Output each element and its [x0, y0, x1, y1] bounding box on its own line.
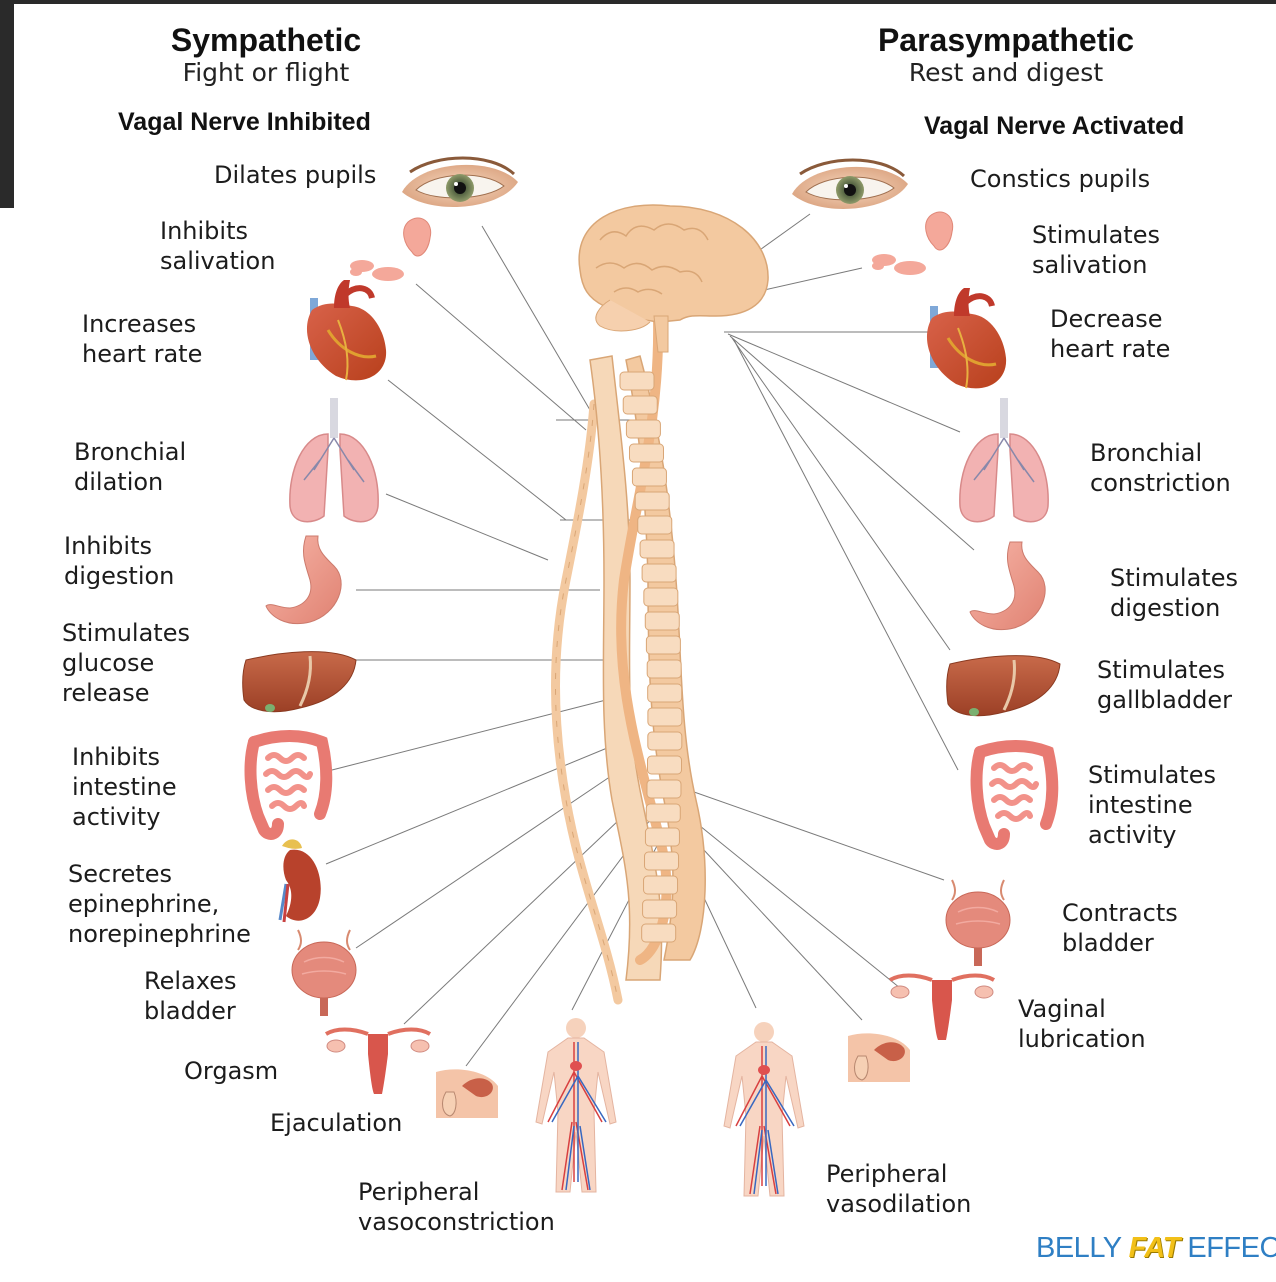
- vertebra: [635, 492, 669, 510]
- vertebra: [648, 732, 682, 750]
- label-orgasm: Orgasm: [184, 1056, 278, 1086]
- male-organ-right: [848, 1033, 910, 1082]
- salivary-glands-left: [350, 218, 431, 281]
- vertebra: [648, 756, 682, 774]
- spinal-column: [590, 320, 705, 980]
- label-relaxes-bladder: Relaxes bladder: [144, 966, 236, 1026]
- brand-part-fat: FAT: [1129, 1232, 1180, 1264]
- sympathetic-header: Sympathetic Fight or flight: [148, 22, 384, 88]
- label-stimulates-glucose-release: Stimulates glucose release: [62, 618, 190, 708]
- label-bronchial-dilation: Bronchial dilation: [74, 437, 186, 497]
- bladder-left: [292, 930, 356, 1016]
- vertebra: [626, 420, 660, 438]
- lungs-right: [960, 398, 1048, 522]
- label-peripheral-vasodilation: Peripheral vasodilation: [826, 1159, 971, 1219]
- label-stimulates-digestion: Stimulates digestion: [1110, 563, 1238, 623]
- vertebra: [646, 804, 680, 822]
- salivary-glands-right: [872, 212, 953, 275]
- label-stimulates-gallbladder: Stimulates gallbladder: [1097, 655, 1232, 715]
- label-inhibits-digestion: Inhibits digestion: [64, 531, 174, 591]
- parasympathetic-subtitle: Rest and digest: [866, 58, 1146, 88]
- vertebra: [643, 900, 677, 918]
- label-secretes-epinephrine: Secretes epinephrine, norepinephrine: [68, 859, 251, 949]
- label-peripheral-vasoconstriction: Peripheral vasoconstriction: [358, 1177, 555, 1237]
- vertebra: [642, 924, 676, 942]
- heart-right: [927, 288, 1006, 388]
- vertebra: [642, 564, 676, 582]
- vertebra: [647, 780, 681, 798]
- eye-left: [402, 158, 518, 207]
- vertebra: [645, 852, 679, 870]
- lungs-left: [290, 398, 378, 522]
- vertebra: [645, 612, 679, 630]
- vertebra: [645, 828, 679, 846]
- label-stimulates-intestine-activity: Stimulates intestine activity: [1088, 760, 1216, 850]
- label-bronchial-constriction: Bronchial constriction: [1090, 438, 1231, 498]
- vertebra: [629, 444, 663, 462]
- vertebra: [646, 636, 680, 654]
- uterus-left: [326, 1030, 430, 1095]
- liver-right: [947, 656, 1060, 716]
- label-dilates-pupils: Dilates pupils: [214, 160, 376, 190]
- vertebra: [632, 468, 666, 486]
- eye-right: [792, 160, 908, 209]
- label-decrease-heart-rate: Decrease heart rate: [1050, 304, 1170, 364]
- parasympathetic-title: Parasympathetic: [866, 22, 1146, 58]
- male-organ-left: [436, 1069, 498, 1118]
- vertebra: [644, 588, 678, 606]
- vertebra: [648, 684, 682, 702]
- label-vaginal-lubrication: Vaginal lubrication: [1018, 994, 1146, 1054]
- body-circulation-left: [536, 1018, 616, 1192]
- sympathetic-subtitle: Fight or flight: [148, 58, 384, 88]
- label-ejaculation: Ejaculation: [270, 1108, 402, 1138]
- label-inhibits-salivation: Inhibits salivation: [160, 216, 275, 276]
- label-stimulates-salivation: Stimulates salivation: [1032, 220, 1160, 280]
- brain: [579, 205, 768, 352]
- bladder-right: [946, 880, 1010, 966]
- brand-logo: BELLY FAT EFFECT: [1036, 1232, 1276, 1265]
- stomach-left: [266, 536, 341, 624]
- vertebra: [648, 708, 682, 726]
- heart-left: [307, 280, 386, 380]
- label-increases-heart-rate: Increases heart rate: [82, 309, 202, 369]
- vertebra: [620, 372, 654, 390]
- brand-part-effect: EFFECT: [1180, 1232, 1276, 1264]
- intestines-left: [251, 736, 327, 834]
- vertebra: [647, 660, 681, 678]
- sympathetic-title: Sympathetic: [148, 22, 384, 58]
- label-inhibits-intestine-activity: Inhibits intestine activity: [72, 742, 177, 832]
- vertebra: [638, 516, 672, 534]
- brand-part-belly: BELLY: [1036, 1232, 1129, 1264]
- parasympathetic-header: Parasympathetic Rest and digest: [866, 22, 1146, 88]
- vagal-inhibited-label: Vagal Nerve Inhibited: [118, 108, 371, 137]
- label-contracts-bladder: Contracts bladder: [1062, 898, 1178, 958]
- kidney-adrenal-left: [280, 839, 321, 922]
- vertebra: [640, 540, 674, 558]
- stomach-right: [970, 542, 1045, 630]
- vertebra: [644, 876, 678, 894]
- uterus-right: [890, 976, 994, 1041]
- vertebra: [623, 396, 657, 414]
- intestines-right: [977, 746, 1053, 844]
- body-circulation-right: [724, 1022, 804, 1196]
- label-constricts-pupils: Constics pupils: [970, 164, 1150, 194]
- vagal-activated-label: Vagal Nerve Activated: [924, 112, 1184, 141]
- liver-left: [243, 652, 356, 712]
